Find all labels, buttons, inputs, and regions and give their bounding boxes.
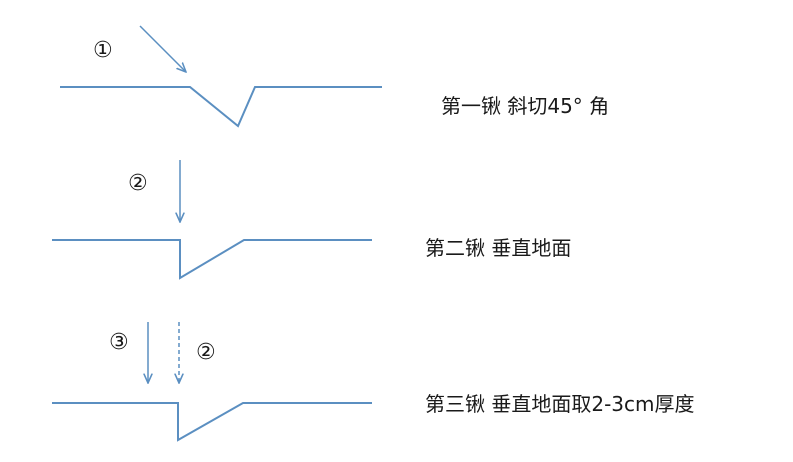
step-3-secondary-number: ② bbox=[196, 340, 216, 365]
step-2-number: ② bbox=[128, 171, 148, 196]
ground-line-step-1 bbox=[60, 86, 382, 128]
step-1-label: 第一锹 斜切45° 角 bbox=[441, 94, 610, 118]
step-2-label: 第二锹 垂直地面 bbox=[425, 236, 572, 260]
step-3-number: ③ bbox=[109, 330, 129, 355]
ground-line-step-2 bbox=[52, 239, 372, 280]
arrow-step-1 bbox=[139, 25, 186, 72]
step-1-number: ① bbox=[93, 38, 113, 63]
step-3-label: 第三锹 垂直地面取2-3cm厚度 bbox=[425, 392, 695, 416]
ground-line-step-3 bbox=[52, 402, 372, 442]
